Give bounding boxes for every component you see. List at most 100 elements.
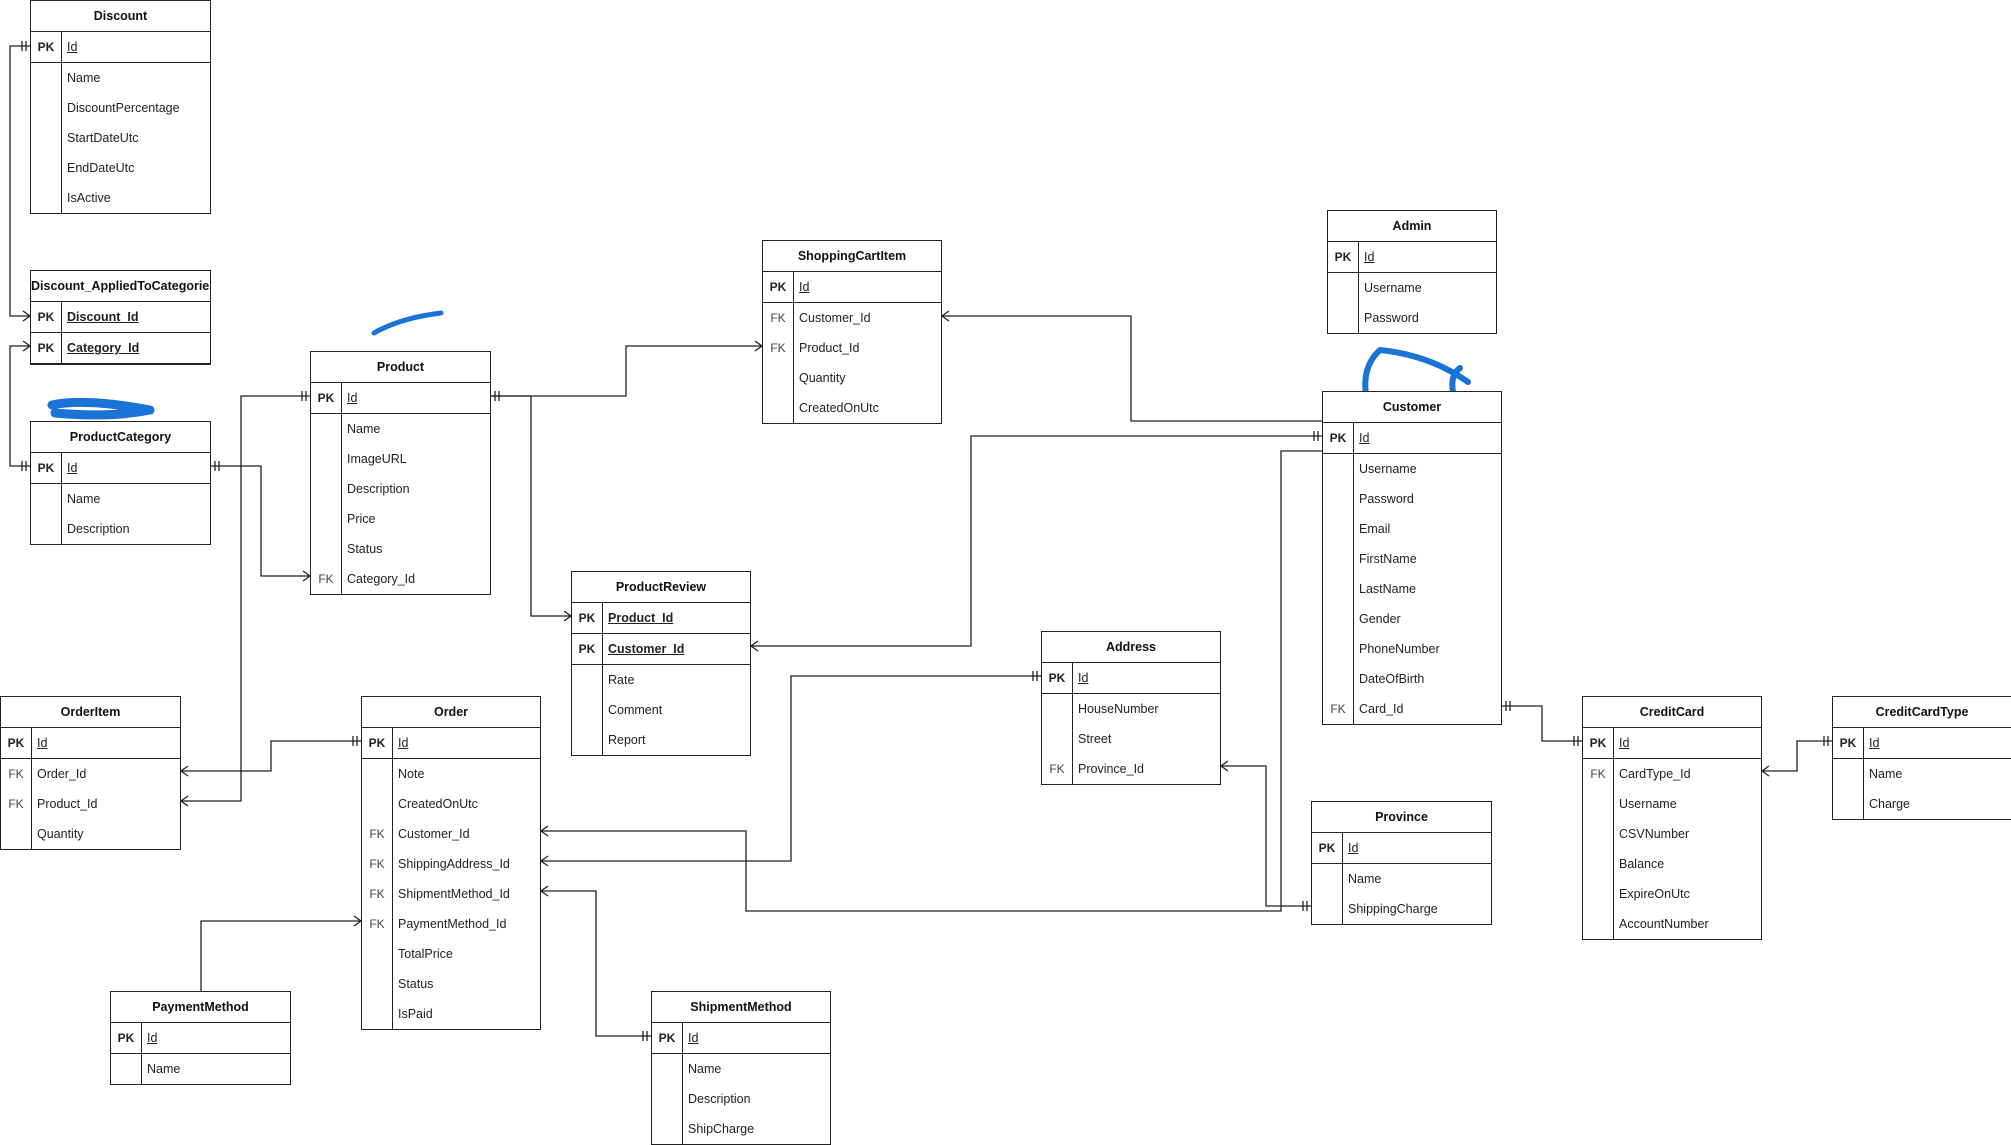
key-column-divider [1358, 273, 1359, 303]
entity-title: Province [1312, 802, 1491, 833]
field-row: Email [1323, 514, 1501, 544]
foreign-key-marker: FK [369, 827, 385, 841]
field-name: Product_Id [37, 797, 98, 811]
field-row: IsActive [31, 183, 210, 213]
relationship-line [200, 920, 361, 991]
key-column-divider [392, 879, 393, 909]
field-name: Username [1364, 281, 1422, 295]
key-column-divider [1863, 789, 1864, 819]
foreign-key-marker: FK [318, 572, 334, 586]
field-row: Username [1328, 273, 1496, 303]
key-column-divider [1358, 303, 1359, 333]
relationship-line [1502, 705, 1582, 742]
entity-title: OrderItem [1, 697, 180, 728]
entity-title: Discount_AppliedToCategories [31, 271, 210, 302]
field-row: EndDateUtc [31, 153, 210, 183]
field-row: DateOfBirth [1323, 664, 1501, 694]
field-row: Balance [1583, 849, 1761, 879]
foreign-key-marker: FK [8, 767, 24, 781]
field-name: FirstName [1359, 552, 1417, 566]
field-name: DateOfBirth [1359, 672, 1425, 686]
field-row: PhoneNumber [1323, 634, 1501, 664]
key-column-divider [793, 333, 794, 363]
field-row: Password [1323, 484, 1501, 514]
foreign-key-marker: FK [369, 887, 385, 901]
many-marker [22, 310, 32, 322]
field-row: Comment [572, 695, 750, 725]
field-name: Note [398, 767, 425, 781]
many-marker [179, 795, 189, 807]
field-name: Username [1359, 462, 1417, 476]
field-row: Description [311, 474, 490, 504]
key-column-divider [1613, 728, 1614, 758]
key-column-divider [31, 759, 32, 789]
primary-key-marker: PK [37, 40, 55, 54]
field-row: Note [362, 759, 540, 789]
primary-key-marker: PK [1589, 736, 1607, 750]
field-row: StartDateUtc [31, 123, 210, 153]
foreign-key-marker: FK [1590, 767, 1606, 781]
entity-title: Discount [31, 1, 210, 32]
field-row: Username [1583, 789, 1761, 819]
field-name: Province_Id [1078, 762, 1145, 776]
key-column-divider [141, 1054, 142, 1084]
key-column-divider [1353, 514, 1354, 544]
field-name: Balance [1619, 857, 1665, 871]
key-column-divider [602, 695, 603, 725]
key-column-divider [1863, 728, 1864, 758]
field-row: Name [1312, 864, 1491, 894]
key-column-divider [1072, 754, 1073, 784]
primary-key-marker: PK [1048, 671, 1066, 685]
key-column-divider [1342, 864, 1343, 894]
many-marker [1760, 765, 1770, 777]
key-column-divider [392, 849, 393, 879]
annotation-stroke [371, 310, 444, 336]
relationship-line [491, 395, 571, 617]
field-row: AccountNumber [1583, 909, 1761, 939]
key-column-divider [61, 453, 62, 483]
field-name: Product_Id [799, 341, 860, 355]
entity-title: Admin [1328, 211, 1496, 242]
field-name: Comment [608, 703, 663, 717]
field-name: CreatedOnUtc [799, 401, 879, 415]
field-row: CreatedOnUtc [362, 789, 540, 819]
key-column-divider [341, 474, 342, 504]
key-column-divider [1342, 833, 1343, 863]
field-name: LastName [1359, 582, 1416, 596]
field-row: ImageURL [311, 444, 490, 474]
foreign-key-marker: FK [1330, 702, 1346, 716]
many-marker [749, 640, 759, 652]
entity-title: CreditCard [1583, 697, 1761, 728]
foreign-key-marker: FK [1049, 762, 1065, 776]
field-name: Customer_Id [398, 827, 470, 841]
key-column-divider [61, 153, 62, 183]
field-name: ShipCharge [688, 1122, 755, 1136]
field-row: ShippingCharge [1312, 894, 1491, 924]
field-name: TotalPrice [398, 947, 453, 961]
